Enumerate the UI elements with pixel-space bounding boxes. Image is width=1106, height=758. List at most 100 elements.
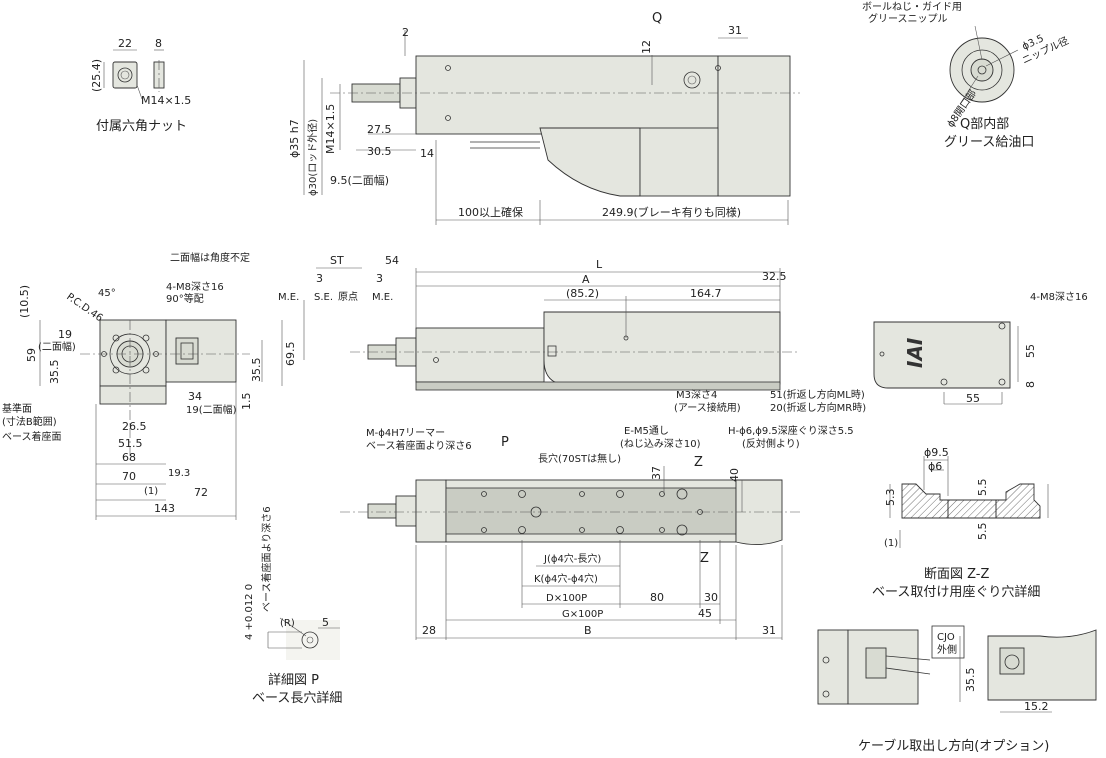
side-earth: (アース接続用) [674,401,741,414]
bottom-j: J(ϕ4穴-長穴) [543,552,601,565]
cable-15-2: 15.2 [1024,700,1049,713]
section-5-3: 5.3 [884,489,897,507]
bottom-80: 80 [650,591,664,604]
end-34: 34 [188,390,202,403]
detail-p-tol: 4 +0.012 0 [244,584,255,640]
end-68: 68 [122,451,136,464]
side-view: ST 54 3 3 M.E. S.E. 原点 M.E. L A 32.5 (85… [278,254,866,414]
section-5-5b: 5.5 [976,523,989,541]
end-143: 143 [154,502,175,515]
dim-phi35h7: ϕ35 h7 [288,119,301,158]
cable-cjo-1: CJO [937,632,955,643]
dim-27-5: 27.5 [367,123,392,136]
bottom-37: 37 [650,466,663,480]
end-base-2: (寸法B範囲) [2,415,57,428]
dim-phi30: ϕ30(ロッド外径) [306,119,319,196]
detail-p-r: (R) [280,618,295,629]
side-3a: 3 [316,272,323,285]
end-note-nimen: 二面幅は角度不定 [170,251,250,264]
dim-30-5: 30.5 [367,145,392,158]
right-end-view: IAI 4-M8深さ16 55 8 55 [873,291,1088,405]
bottom-slot: 長穴(70STは無し) [538,452,621,465]
end-nimen: (二面幅) [38,340,76,353]
dim-249-9: 249.9(ブレーキ有りも同様) [602,205,741,219]
side-3b: 3 [376,272,383,285]
grease-nipple-detail: ボールねじ・ガイド用 グリースニップル ϕ3.5 ニップル径 ϕ8開口部 Q部内… [862,1,1071,150]
end-10-5: (10.5) [18,285,31,318]
section-9-5: ϕ9.5 [924,446,949,459]
cable-cjo-2: 外側 [937,643,957,656]
detail-p-caption-1: 詳細図 P [268,672,319,688]
top-view: Q 2 31 12 ϕ35 h7 ϕ30(ロッド外径) M14×1.5 27.5… [288,11,800,225]
side-ml: 51(折返し方向ML時) [770,388,865,401]
section-caption-1: 断面図 Z-Z [924,567,990,582]
grease-caption-1: Q部内部 [960,116,1009,132]
bottom-k: K(ϕ4穴-ϕ4穴) [534,572,598,585]
end-1: (1) [144,486,158,497]
end-base-3: ベース着座面 [2,430,62,443]
bottom-30: 30 [704,591,718,604]
right-55v: 55 [1024,344,1037,358]
right-55h: 55 [966,392,980,405]
cable-35-5: 35.5 [964,668,977,693]
grease-caption-2: グリース給油口 [944,135,1034,150]
nut-dim-25-4: (25.4) [90,59,103,92]
detail-p-caption-2: ベース長穴詳細 [252,690,342,706]
bottom-e-1: E-M5通し [624,425,669,437]
bottom-p: P [501,435,509,450]
nut-caption: 付属六角ナット [96,119,187,134]
nut-dim-22: 22 [118,37,132,50]
cable-option-view: CJO 外側 35.5 15.2 ケーブル取出し方向(オプション) [817,625,1097,754]
dim-100: 100以上確保 [458,205,523,219]
end-19-nimen: 19(二面幅) [186,403,237,416]
section-1: (1) [884,538,898,549]
side-a: A [582,273,590,286]
nut-thread: M14×1.5 [141,94,191,107]
dim-q: Q [652,11,662,26]
side-m3: M3深さ4 [676,389,717,401]
bottom-view: M-ϕ4H7リーマー ベース着座面より深さ6 P 長穴(70STは無し) E-M… [340,424,854,640]
side-32-5: 32.5 [762,270,787,283]
end-59: 59 [25,348,38,362]
bottom-z-top: Z [694,455,703,470]
bottom-h-1: H-ϕ6,ϕ9.5深座ぐり深さ5.5 [728,424,854,437]
nut-dim-8: 8 [155,37,162,50]
end-m8: 4-M8深さ16 [166,281,224,293]
dim-14: 14 [420,147,434,160]
side-st: ST [330,254,344,267]
section-z-z: ϕ9.5 ϕ6 5.3 5.5 5.5 (1) 断面図 Z-Z ベース取付け用座… [872,446,1049,600]
dim-m14: M14×1.5 [324,104,337,154]
right-m8: 4-M8深さ16 [1030,291,1088,303]
bottom-40: 40 [728,468,741,482]
bottom-ream-1: M-ϕ4H7リーマー [366,428,445,439]
bottom-45: 45 [698,607,712,620]
end-35-5: 35.5 [48,360,61,385]
side-164-7: 164.7 [690,287,722,300]
side-se: S.E. [314,292,333,303]
bottom-z-bottom: Z [700,551,709,566]
detail-p-5: 5 [322,616,329,629]
side-54: 54 [385,254,399,267]
side-l: L [596,258,603,271]
dim-31-top: 31 [728,24,742,37]
end-view: 二面幅は角度不定 4-M8深さ16 90°等配 P.C.D.46 45° (10… [2,251,297,520]
end-45: 45° [98,288,116,299]
end-19-3: 19.3 [168,468,190,479]
end-1-5: 1.5 [240,393,253,411]
bottom-31: 31 [762,624,776,637]
bottom-28: 28 [422,624,436,637]
dim-9-5: 9.5(二面幅) [330,174,389,187]
section-6: ϕ6 [928,460,942,473]
end-19: 19 [58,328,72,341]
end-35-5-right: 35.5 [250,358,263,383]
side-me-left: M.E. [278,292,299,303]
end-70: 70 [122,470,136,483]
bottom-ream-2: ベース着座面より深さ6 [366,439,472,452]
end-69-5: 69.5 [284,342,297,367]
bottom-e-2: (ねじ込み深さ10) [620,438,701,450]
section-5-5a: 5.5 [976,479,989,497]
side-origin: 原点 [338,291,358,303]
bottom-h-2: (反対側より) [742,437,800,450]
iai-logo: IAI [903,337,927,368]
